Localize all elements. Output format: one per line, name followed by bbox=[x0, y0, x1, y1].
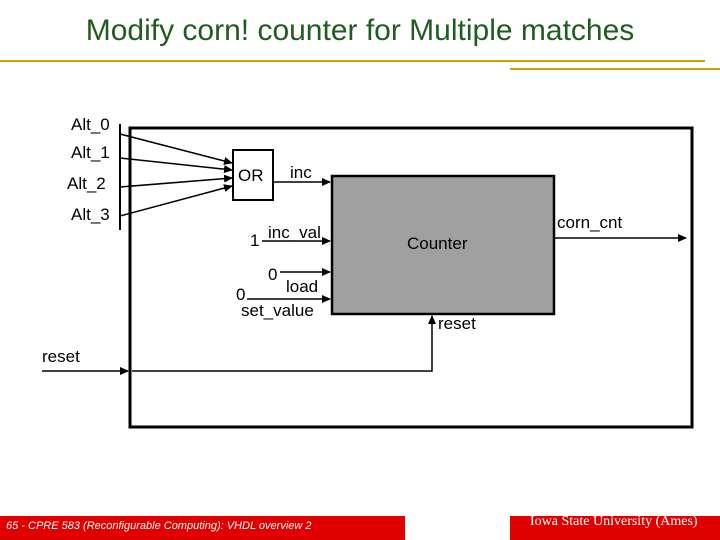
wire-alt3 bbox=[119, 184, 233, 217]
set-value-label: set_value bbox=[241, 301, 314, 320]
inc-val-const-label: 1 bbox=[250, 231, 260, 250]
wire-alt2 bbox=[119, 174, 233, 188]
outer-box bbox=[128, 126, 694, 429]
load-label: load bbox=[286, 277, 319, 296]
or-gate bbox=[232, 149, 274, 201]
or-gate-label: OR bbox=[238, 166, 264, 185]
counter-label: Counter bbox=[407, 234, 468, 253]
load-const-label: 0 bbox=[268, 265, 278, 284]
wire-alt1 bbox=[119, 157, 233, 174]
title-rule-top bbox=[0, 60, 705, 62]
slide-title: Modify corn! counter for Multiple matche… bbox=[85, 14, 635, 47]
input-label-alt3: Alt_3 bbox=[71, 205, 110, 224]
inc-label: inc bbox=[290, 163, 312, 182]
footer-bar-left bbox=[0, 516, 405, 540]
title-rule-bottom bbox=[510, 68, 720, 70]
inc-val-label: inc_val bbox=[268, 223, 321, 242]
footer-bar-right: Iowa State University (Ames) bbox=[510, 516, 720, 540]
counter-block bbox=[330, 174, 556, 316]
footer-university: Iowa State University (Ames) bbox=[530, 516, 698, 529]
counter-reset-label: reset bbox=[438, 314, 476, 333]
footer-course-text: 65 - CPRE 583 (Reconfigurable Computing)… bbox=[6, 520, 312, 532]
input-label-alt2: Alt_2 bbox=[67, 174, 106, 193]
input-label-alt1: Alt_1 bbox=[71, 143, 110, 162]
set-value-const-label: 0 bbox=[236, 285, 246, 304]
external-reset-label: reset bbox=[42, 347, 80, 366]
corn-cnt-label: corn_cnt bbox=[557, 213, 623, 232]
wire-reset-internal bbox=[132, 315, 436, 372]
wire-alt0 bbox=[119, 133, 233, 165]
input-label-alt0: Alt_0 bbox=[71, 115, 110, 134]
